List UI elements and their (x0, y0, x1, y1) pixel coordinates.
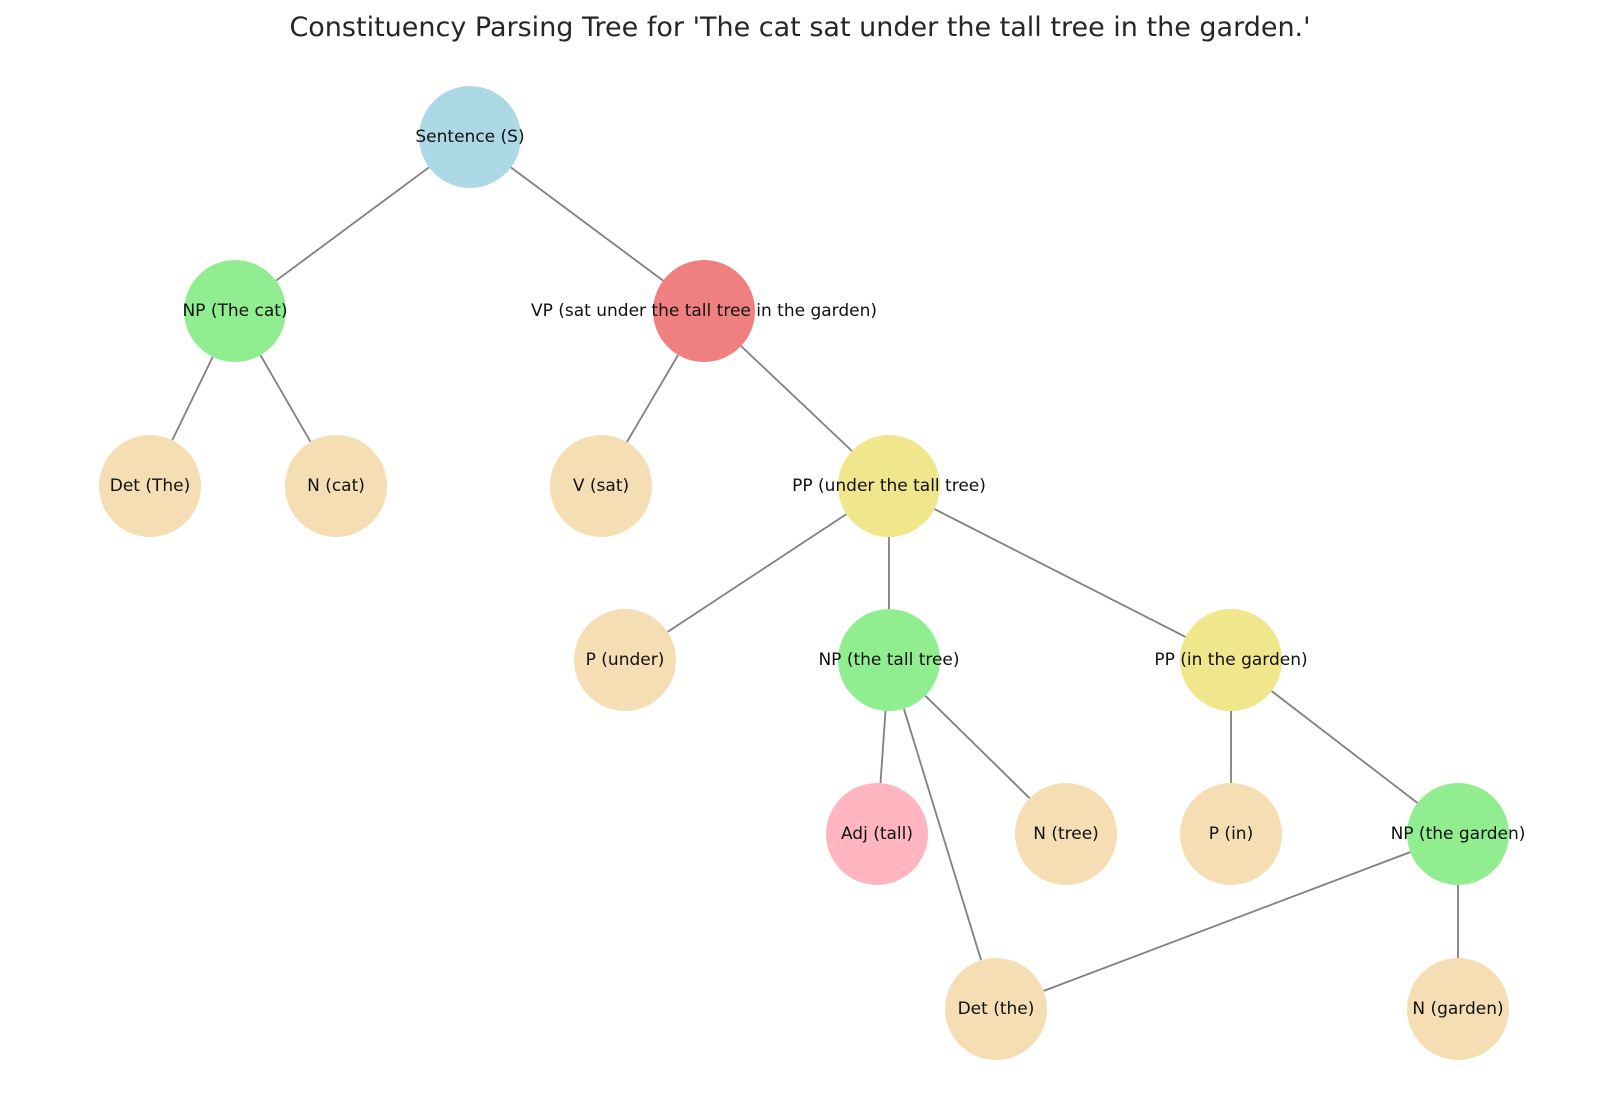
node-circle (826, 783, 928, 885)
node-circle (1180, 783, 1282, 885)
tree-node-adj: Adj (tall) (826, 783, 928, 885)
node-circle (1407, 783, 1509, 885)
node-circle (550, 435, 652, 537)
edge-vp-pp1 (740, 345, 853, 452)
tree-node-v: V (sat) (550, 435, 652, 537)
tree-node-p1: P (under) (574, 609, 676, 711)
tree-node-vp: VP (sat under the tall tree in the garde… (531, 260, 877, 362)
edge-np3-det2 (1043, 851, 1411, 992)
edge-s-np1 (275, 166, 430, 282)
node-label: Det (The) (110, 476, 191, 496)
edge-np1-det1 (171, 356, 214, 441)
edges-layer (171, 166, 1459, 992)
node-circle (945, 958, 1047, 1060)
tree-node-np1: NP (The cat) (182, 260, 288, 362)
node-circle (99, 435, 201, 537)
tree-node-np2: NP (the tall tree) (818, 609, 960, 711)
node-label: PP (under the tall tree) (792, 476, 986, 496)
node-label: Det (the) (958, 999, 1035, 1019)
node-label: P (in) (1209, 824, 1253, 844)
edge-pp1-p1 (667, 513, 847, 633)
node-circle (285, 435, 387, 537)
tree-node-np3: NP (the garden) (1391, 783, 1526, 885)
node-circle (838, 435, 940, 537)
edge-np2-adj (879, 710, 887, 784)
node-label: PP (in the garden) (1154, 650, 1307, 670)
node-label: N (cat) (307, 476, 365, 496)
node-circle (184, 260, 286, 362)
tree-node-pp1: PP (under the tall tree) (792, 435, 986, 537)
diagram-title: Constituency Parsing Tree for 'The cat s… (289, 12, 1310, 43)
node-circle (838, 609, 940, 711)
edge-np1-n1 (259, 354, 312, 443)
node-circle (419, 86, 521, 188)
node-circle (574, 609, 676, 711)
tree-node-n3: N (garden) (1407, 958, 1509, 1060)
edge-s-vp (510, 166, 664, 282)
tree-node-n2: N (tree) (1015, 783, 1117, 885)
node-circle (1015, 783, 1117, 885)
node-label: Adj (tall) (841, 824, 913, 844)
tree-node-p2: P (in) (1180, 783, 1282, 885)
tree-node-n1: N (cat) (285, 435, 387, 537)
node-circle (653, 260, 755, 362)
node-label: N (tree) (1033, 824, 1099, 844)
edge-pp1-pp2 (934, 508, 1186, 638)
nodes-layer: Sentence (S) NP (The cat) VP (sat under th… (99, 86, 1525, 1060)
edge-np2-det2 (903, 708, 982, 961)
node-label: N (garden) (1412, 999, 1503, 1019)
node-circle (1180, 609, 1282, 711)
node-label: VP (sat under the tall tree in the garde… (531, 301, 877, 321)
edge-np2-n2 (924, 695, 1031, 799)
tree-node-det2: Det (the) (945, 958, 1047, 1060)
tree-node-pp2: PP (in the garden) (1154, 609, 1308, 711)
node-label: NP (The cat) (182, 301, 287, 321)
edge-vp-v (626, 354, 679, 443)
node-label: V (sat) (573, 476, 629, 496)
tree-node-s: Sentence (S) (415, 86, 525, 188)
node-label: Sentence (S) (415, 127, 524, 147)
node-label: NP (the tall tree) (818, 650, 959, 670)
node-label: NP (the garden) (1391, 824, 1526, 844)
tree-node-det1: Det (The) (99, 435, 201, 537)
node-label: P (under) (586, 650, 665, 670)
edge-pp2-np3 (1270, 690, 1419, 804)
node-circle (1407, 958, 1509, 1060)
